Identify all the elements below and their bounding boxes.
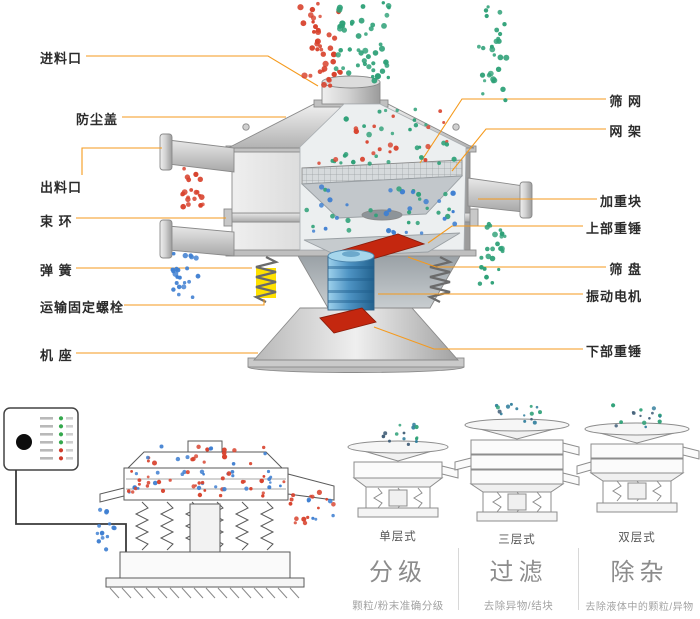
mini-machine-double	[576, 422, 700, 513]
sv-lid	[126, 451, 284, 469]
function-impurity-subtitle: 去除液体中的颗粒/异物	[585, 602, 694, 613]
sv-motor-column	[189, 503, 221, 553]
connector-mesh-frame	[451, 128, 606, 172]
connector-discharge-outlet	[81, 147, 162, 175]
side-view-machine	[99, 440, 335, 599]
mini-machine-single	[347, 440, 459, 518]
left-lower-collar	[159, 219, 173, 259]
sv-spring-1	[134, 501, 150, 551]
speed-controller-box	[3, 407, 127, 552]
cover-clamp-right	[452, 123, 460, 131]
lower-hammer-weight	[319, 307, 377, 334]
left-lower-spout	[167, 225, 235, 257]
sv-cap	[187, 440, 223, 454]
function-filtering: 过滤 去除异物/结块	[459, 552, 578, 613]
cover-clamp-left	[242, 123, 250, 131]
motor-cap	[342, 251, 360, 257]
inner-funnel	[300, 175, 464, 219]
sv-base	[119, 551, 291, 579]
function-grading: 分级 颗粒/粉末准确分级	[340, 552, 456, 613]
motor-band4	[328, 300, 374, 303]
clamp-tab-right	[469, 208, 479, 227]
right-collar	[519, 181, 533, 219]
label-feed-inlet: 进料口	[40, 51, 83, 66]
connector-screen-mesh	[419, 98, 606, 164]
label-spring: 弹 簧	[40, 263, 73, 278]
function-impurity-removal: 除杂 去除液体中的颗粒/异物	[579, 552, 700, 613]
variant-label-triple: 三层式	[498, 534, 536, 546]
sv-body	[123, 467, 289, 501]
function-grading-subtitle: 颗粒/粉末准确分级	[352, 600, 444, 612]
connector-transport-bolt	[124, 299, 265, 306]
connector-sieve-tray	[407, 256, 606, 268]
motor-body	[327, 255, 375, 311]
label-screen-mesh: 筛 网	[609, 94, 642, 109]
connector-lower-hammer	[373, 326, 583, 350]
label-vibration-motor: 振动电机	[585, 289, 642, 304]
power-cable	[15, 470, 127, 552]
function-grading-title: 分级	[369, 559, 427, 586]
funnel-hole	[361, 209, 403, 221]
motor-band3	[328, 290, 374, 293]
label-clamp-ring: 束 环	[40, 214, 73, 229]
function-filtering-title: 过滤	[489, 559, 548, 586]
label-transport-bolt: 运输固定螺栓	[40, 300, 125, 315]
label-upper-hammer: 上部重锤	[585, 221, 642, 236]
label-dust-cover: 防尘盖	[76, 112, 119, 127]
right-spout	[467, 177, 525, 213]
label-lower-hammer: 下部重锤	[585, 344, 642, 359]
column-divider-1	[458, 548, 459, 610]
label-machine-base: 机 座	[40, 348, 73, 363]
sv-right-spout	[287, 473, 335, 501]
variant-label-single: 单层式	[379, 531, 417, 543]
label-mesh-frame: 网 架	[609, 124, 642, 139]
variant-label-double: 双层式	[618, 532, 656, 544]
function-filtering-subtitle: 去除异物/结块	[483, 600, 554, 612]
sv-floor-plate	[105, 577, 305, 588]
controller-knob	[16, 434, 32, 450]
sv-spring-5	[234, 501, 250, 551]
ground-hatch	[109, 587, 300, 599]
machine-illustration	[159, 75, 533, 373]
sv-spring-6	[259, 501, 275, 551]
sv-left-outlet	[99, 487, 125, 503]
mini-machine-triple	[454, 418, 580, 522]
label-discharge-outlet: 出料口	[40, 180, 83, 195]
left-upper-collar	[159, 133, 173, 171]
controller-led-panel	[40, 416, 73, 461]
sv-spring-2	[159, 501, 175, 551]
left-upper-spout	[167, 139, 235, 173]
connector-feed-inlet	[86, 55, 319, 87]
motor-band1	[328, 266, 374, 269]
label-weight-block: 加重块	[599, 194, 642, 209]
function-impurity-title: 除杂	[610, 559, 669, 586]
particle-dots	[95, 1, 662, 552]
connector-lines	[76, 55, 606, 354]
inlet-mouth	[321, 75, 381, 89]
column-divider-2	[578, 548, 579, 610]
label-sieve-tray: 筛 盘	[609, 262, 642, 277]
motor-band2	[328, 278, 374, 281]
left-spring	[252, 256, 280, 303]
connector-upper-hammer	[427, 225, 583, 244]
